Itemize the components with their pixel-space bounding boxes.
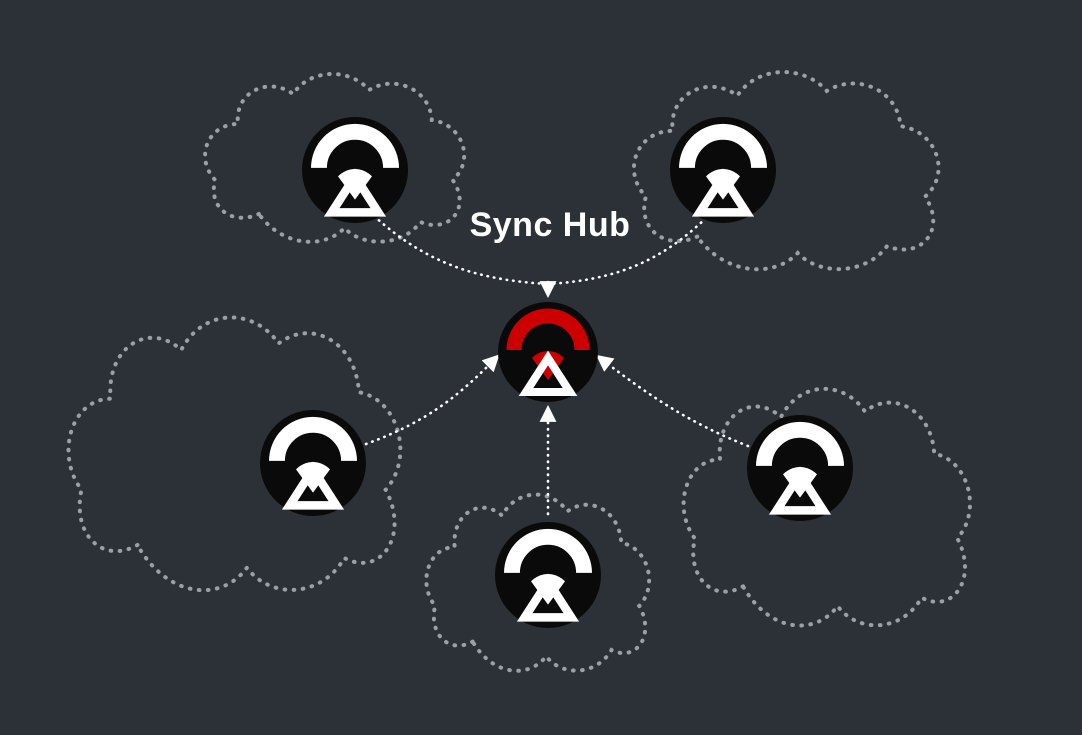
diagram-title: Sync Hub	[470, 206, 631, 244]
sync-node-icon-mid-left	[260, 410, 366, 516]
arrow-from-mid-right	[595, 354, 750, 448]
arrow-from-top-right	[546, 216, 708, 286]
sync-node-icon-top-left	[302, 117, 408, 223]
sync-node-icon-top-right	[670, 117, 776, 223]
sync-node-icon-mid-right	[747, 415, 853, 521]
sync-nodes	[260, 117, 853, 628]
sync-arrows	[364, 214, 750, 516]
sync-hub-icon	[498, 302, 598, 402]
sync-node-icon-bottom-center	[495, 522, 601, 628]
arrow-from-mid-left	[364, 354, 500, 446]
